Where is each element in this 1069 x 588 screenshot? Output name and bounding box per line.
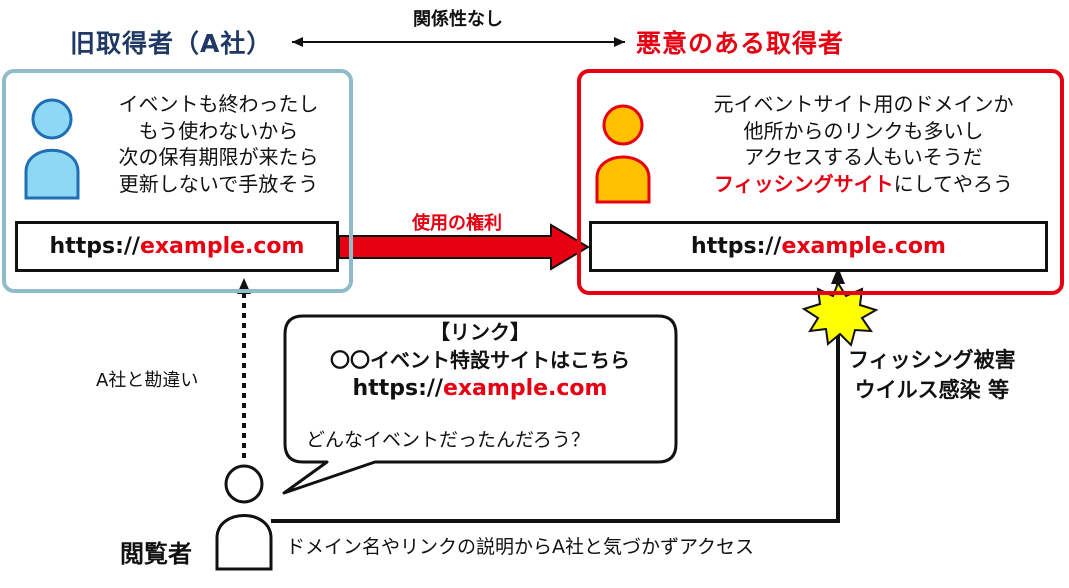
new-owner-box	[577, 69, 1064, 295]
link-speech-bubble	[282, 314, 678, 495]
relation-double-arrow	[292, 37, 625, 47]
damage-line: ウイルス感染 等	[854, 378, 1009, 402]
url-domain: example.com	[781, 234, 946, 259]
old-owner-title: 旧取得者（A社）	[70, 29, 273, 58]
access-path-arrow	[271, 267, 845, 523]
new-owner-speech-line-last: フィッシングサイトにしてやろう	[671, 171, 1056, 198]
url-domain: example.com	[139, 234, 305, 259]
phishing-site-highlight: フィッシングサイト	[713, 171, 894, 196]
old-owner-box	[2, 69, 353, 293]
url-prefix: https://	[352, 376, 443, 401]
new-owner-speech-line: 他所からのリンクも多いし	[743, 118, 984, 143]
transfer-label: 使用の権利	[412, 213, 502, 234]
old-owner-speech-line: 更新しないで手放そう	[118, 171, 319, 196]
url-prefix: https://	[691, 234, 782, 259]
viewer-person-icon	[215, 464, 273, 571]
old-owner-speech-line: 次の保有期限が来たら	[118, 145, 319, 169]
mistake-label: A社と勘違い	[96, 370, 199, 391]
link-card: 【リンク】 〇〇イベント特設サイトはこちら https://example.co…	[300, 318, 660, 404]
damage-line: フィッシング被害	[848, 348, 1016, 372]
viewer-label: 閲覧者	[120, 540, 192, 568]
new-owner-speech-line: アクセスする人もいそうだ	[744, 145, 983, 169]
old-owner-speech: イベントも終わったし もう使わないから 次の保有期限が来たら 更新しないで手放そ…	[96, 91, 341, 197]
link-name: 〇〇イベント特設サイトはこちら	[330, 348, 630, 372]
relation-label: 関係性なし	[413, 9, 503, 30]
url-prefix: https://	[49, 234, 140, 259]
new-owner-speech: 元イベントサイト用のドメインか 他所からのリンクも多いし アクセスする人もいそう…	[671, 91, 1056, 197]
old-owner-url-box: https://example.com	[15, 221, 339, 272]
url-domain: example.com	[442, 376, 608, 401]
transfer-arrow	[338, 223, 590, 271]
new-owner-speech-line: 元イベントサイト用のドメインか	[713, 92, 1014, 116]
damage-burst-icon	[801, 280, 879, 347]
old-owner-speech-line: イベントも終わったし	[118, 92, 319, 116]
new-owner-speech-rest: にしてやろう	[893, 171, 1013, 196]
damage-label: フィッシング被害 ウイルス感染 等	[848, 345, 1016, 405]
old-owner-person-icon	[24, 98, 80, 200]
new-owner-title: 悪意のある取得者	[636, 29, 845, 58]
mistake-dotted-arrow	[237, 278, 251, 458]
link-url: https://example.com	[300, 374, 660, 404]
access-label: ドメイン名やリンクの説明からA社と気づかずアクセス	[286, 536, 755, 558]
old-owner-speech-line: もう使わないから	[138, 118, 299, 143]
viewer-thought: どんなイベントだったんだろう？	[306, 429, 590, 451]
link-heading: 【リンク】	[430, 320, 530, 344]
new-owner-url-box: https://example.com	[589, 221, 1048, 272]
new-owner-person-icon	[595, 104, 651, 204]
